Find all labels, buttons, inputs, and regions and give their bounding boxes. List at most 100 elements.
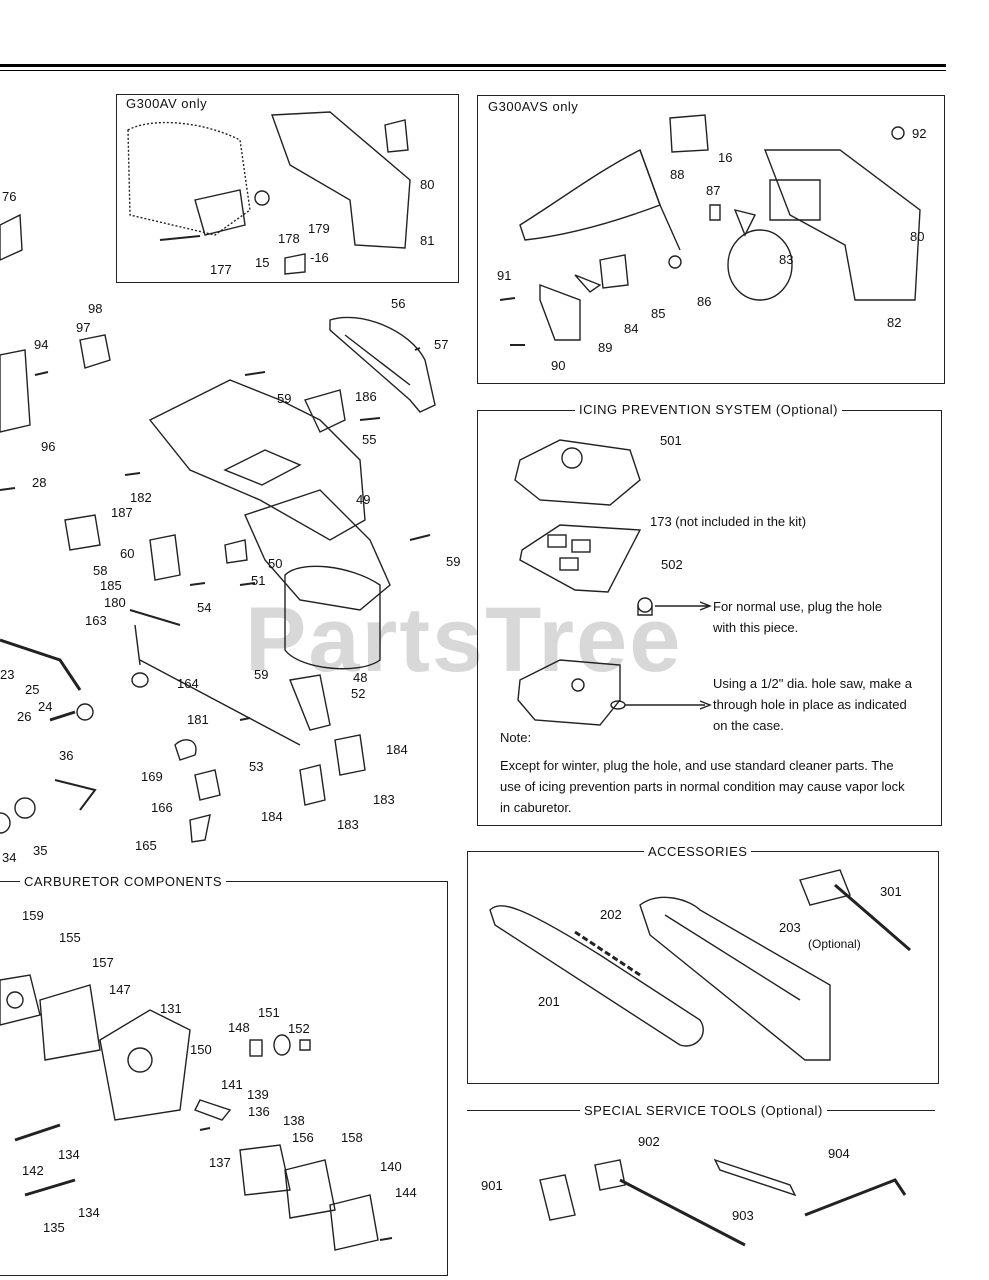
main-label: 34	[2, 850, 17, 865]
icing-title: ICING PREVENTION SYSTEM (Optional)	[575, 402, 842, 417]
carb-label: 139	[247, 1087, 269, 1102]
g300avs-label: 87	[706, 183, 721, 198]
tools-label: 901	[481, 1178, 503, 1193]
tools-label: 903	[732, 1208, 754, 1223]
carb-label: 144	[395, 1185, 417, 1200]
g300avs-label: 88	[670, 167, 685, 182]
carb-label: 134	[58, 1147, 80, 1162]
g300avs-label: 90	[551, 358, 566, 373]
icing-note-heading: Note:	[500, 730, 532, 745]
icing-label-501: 501	[660, 433, 682, 448]
carb-label: 150	[190, 1042, 212, 1057]
main-label: 26	[17, 709, 32, 724]
carb-label: 141	[221, 1077, 243, 1092]
main-label: 180	[104, 595, 126, 610]
carb-label: 155	[59, 930, 81, 945]
main-label: 50	[268, 556, 283, 571]
carb-label: 142	[22, 1163, 44, 1178]
main-label: 59	[277, 391, 292, 406]
main-label: 54	[197, 600, 212, 615]
g300av-label: 177	[210, 262, 232, 277]
g300avs-label: 89	[598, 340, 613, 355]
main-label: 59	[446, 554, 461, 569]
top-rule-thin	[0, 70, 946, 71]
main-label: 36	[59, 748, 74, 763]
icing-note-text: Except for winter, plug the hole, and us…	[500, 758, 905, 815]
g300av-drawing	[127, 111, 411, 275]
main-label: 165	[135, 838, 157, 853]
tools-title: SPECIAL SERVICE TOOLS (Optional)	[580, 1103, 827, 1118]
carb-label: 147	[109, 982, 131, 997]
g300avs-label: 16	[718, 150, 733, 165]
g300av-box	[116, 94, 459, 283]
accessories-box	[467, 851, 939, 1084]
carb-label: 156	[292, 1130, 314, 1145]
g300av-label: 179	[308, 221, 330, 236]
g300avs-title: G300AVS only	[484, 99, 583, 114]
g300av-label: 15	[255, 255, 270, 270]
g300av-label: 80	[420, 177, 435, 192]
accessories-label: 301	[880, 884, 902, 899]
main-label: 163	[85, 613, 107, 628]
accessories-drawing	[489, 869, 911, 1061]
carb-label: 158	[341, 1130, 363, 1145]
g300avs-label: 91	[497, 268, 512, 283]
main-label: 184	[386, 742, 408, 757]
carb-label: 136	[248, 1104, 270, 1119]
main-label: 35	[33, 843, 48, 858]
carburetor-title: CARBURETOR COMPONENTS	[20, 874, 227, 889]
main-label: 57	[434, 337, 449, 352]
main-label: 56	[391, 296, 406, 311]
main-label: 187	[111, 505, 133, 520]
accessories-label: (Optional)	[808, 937, 861, 951]
main-label: 24	[38, 699, 53, 714]
carburetor-drawing	[0, 974, 393, 1251]
carb-label: 152	[288, 1021, 310, 1036]
main-label: 48	[353, 670, 368, 685]
g300avs-box	[477, 95, 945, 384]
main-label: 25	[25, 682, 40, 697]
carb-label: 148	[228, 1020, 250, 1035]
main-assembly-drawing	[0, 213, 436, 843]
carb-label: 131	[160, 1001, 182, 1016]
g300av-label: 178	[278, 231, 300, 246]
main-label: 184	[261, 809, 283, 824]
main-label: 166	[151, 800, 173, 815]
carb-label: 138	[283, 1113, 305, 1128]
g300avs-label: 86	[697, 294, 712, 309]
main-label: 51	[251, 573, 266, 588]
g300avs-label: 85	[651, 306, 666, 321]
main-label: 28	[32, 475, 47, 490]
carb-label: 134	[78, 1205, 100, 1220]
icing-label-502: 502	[661, 557, 683, 572]
g300avs-label: 82	[887, 315, 902, 330]
g300av-label: -16	[310, 250, 329, 265]
g300avs-label: 80	[910, 229, 925, 244]
carb-label: 157	[92, 955, 114, 970]
main-label: 53	[249, 759, 264, 774]
g300av-title: G300AV only	[122, 96, 212, 111]
tools-label: 902	[638, 1134, 660, 1149]
main-label: 97	[76, 320, 91, 335]
main-label: 23	[0, 667, 15, 682]
main-label: 186	[355, 389, 377, 404]
carb-label: 159	[22, 908, 44, 923]
main-label: 58	[93, 563, 108, 578]
main-label: 185	[100, 578, 122, 593]
icing-label-173: 173 (not included in the kit)	[650, 514, 807, 529]
carb-label: 135	[43, 1220, 65, 1235]
icing-callout-normal: For normal use, plug the hole with this …	[713, 599, 883, 635]
g300avs-label: 84	[624, 321, 639, 336]
icing-callout-saw: Using a 1/2" dia. hole saw, make a throu…	[713, 676, 913, 733]
main-label: 55	[362, 432, 377, 447]
main-label: 169	[141, 769, 163, 784]
g300avs-drawing	[499, 114, 921, 346]
main-label: 181	[187, 712, 209, 727]
tools-label: 904	[828, 1146, 850, 1161]
accessories-title: ACCESSORIES	[644, 844, 752, 859]
main-label: 76	[2, 189, 17, 204]
carb-label: 151	[258, 1005, 280, 1020]
main-label: 94	[34, 337, 49, 352]
main-label: 59	[254, 667, 269, 682]
